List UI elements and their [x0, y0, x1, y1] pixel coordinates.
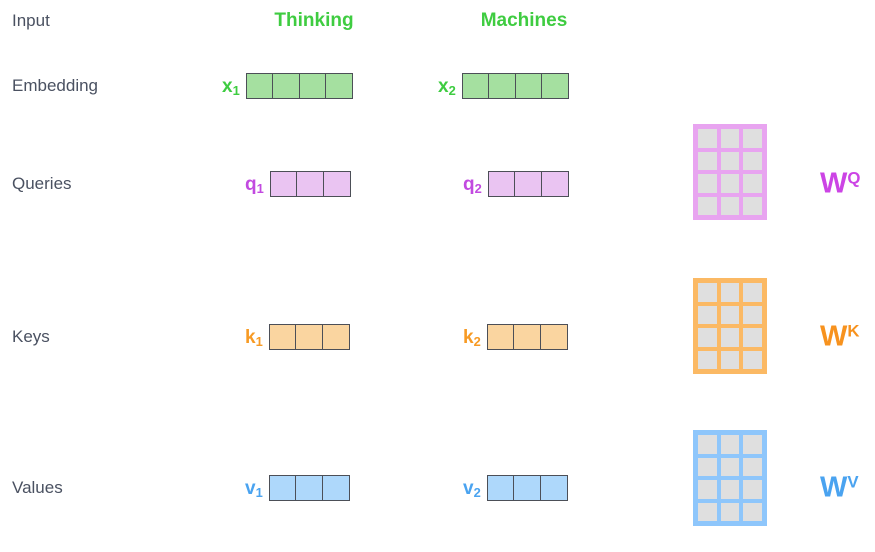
token-header-2: Machines	[480, 10, 568, 31]
matrix-cell	[698, 435, 717, 454]
vector-cell	[539, 324, 568, 350]
matrix-cell	[720, 174, 740, 193]
vector-cell	[268, 324, 297, 350]
matrix-cell	[698, 129, 717, 148]
query-vector-2-cells	[487, 171, 569, 197]
vector-cell	[245, 73, 274, 99]
vector-cell	[488, 73, 517, 99]
vector-cell	[324, 73, 353, 99]
matrix-cell	[720, 283, 740, 302]
vector-cell	[513, 324, 542, 350]
embedding-vector-2-label: x2	[438, 75, 456, 98]
embedding-vector-2: x2	[438, 73, 569, 99]
value-vector-2-cells	[486, 475, 568, 501]
matrix-cell	[743, 283, 762, 302]
embedding-vector-1-cells	[245, 73, 353, 99]
matrix-cell	[743, 151, 762, 170]
query-vector-1-cells	[269, 171, 351, 197]
value-vector-2-label: v2	[463, 477, 481, 500]
row-label-values: Values	[12, 478, 63, 497]
vector-cell	[461, 73, 490, 99]
key-vector-2-cells	[486, 324, 568, 350]
weight-matrix-key-label: WK	[820, 320, 860, 353]
matrix-cell	[720, 151, 740, 170]
row-label-keys: Keys	[12, 327, 50, 346]
vector-cell	[540, 73, 569, 99]
embedding-vector-1: x1	[222, 73, 353, 99]
matrix-cell	[698, 196, 717, 215]
vector-cell	[486, 475, 515, 501]
embedding-vector-1-label: x1	[222, 75, 240, 98]
matrix-cell	[743, 174, 762, 193]
weight-matrix-query	[693, 124, 767, 220]
vector-cell	[487, 171, 516, 197]
vector-cell	[322, 171, 351, 197]
vector-cell	[295, 475, 324, 501]
value-vector-2: v2	[463, 475, 568, 501]
matrix-cell	[720, 196, 740, 215]
value-vector-1-label: v1	[245, 477, 263, 500]
query-vector-2-label: q2	[463, 173, 482, 196]
vector-cell	[514, 73, 543, 99]
matrix-cell	[743, 129, 762, 148]
vector-cell	[486, 324, 515, 350]
vector-cell	[268, 475, 297, 501]
key-vector-1-cells	[268, 324, 350, 350]
vector-cell	[298, 73, 327, 99]
matrix-cell	[743, 196, 762, 215]
matrix-cell	[720, 328, 740, 347]
matrix-cell	[698, 305, 717, 324]
value-vector-1: v1	[245, 475, 350, 501]
matrix-cell	[743, 328, 762, 347]
matrix-cell	[720, 457, 740, 476]
query-vector-1-label: q1	[245, 173, 264, 196]
matrix-cell	[743, 502, 762, 521]
matrix-cell	[720, 350, 740, 369]
token-header-1: Thinking	[274, 10, 354, 31]
weight-matrix-query-label: WQ	[820, 167, 861, 200]
matrix-cell	[698, 151, 717, 170]
matrix-cell	[698, 328, 717, 347]
row-label-queries: Queries	[12, 174, 72, 193]
key-vector-2: k2	[463, 324, 568, 350]
row-label-embedding: Embedding	[12, 76, 99, 95]
weight-matrix-value-label: WV	[820, 471, 859, 504]
weight-matrix-value	[693, 430, 767, 526]
matrix-cell	[720, 480, 740, 499]
matrix-cell	[743, 435, 762, 454]
matrix-cell	[743, 350, 762, 369]
embedding-vector-2-cells	[461, 73, 569, 99]
matrix-cell	[698, 350, 717, 369]
key-vector-1-label: k1	[245, 326, 263, 349]
vector-cell	[539, 475, 568, 501]
key-vector-1: k1	[245, 324, 350, 350]
matrix-cell	[720, 502, 740, 521]
key-vector-2-label: k2	[463, 326, 481, 349]
matrix-cell	[743, 305, 762, 324]
matrix-cell	[743, 480, 762, 499]
matrix-cell	[720, 435, 740, 454]
vector-cell	[272, 73, 301, 99]
query-vector-1: q1	[245, 171, 351, 197]
matrix-cell	[698, 480, 717, 499]
vector-cell	[540, 171, 569, 197]
vector-cell	[269, 171, 298, 197]
vector-cell	[514, 171, 543, 197]
matrix-cell	[720, 305, 740, 324]
matrix-cell	[698, 502, 717, 521]
vector-cell	[513, 475, 542, 501]
weight-matrix-key	[693, 278, 767, 374]
vector-cell	[321, 475, 350, 501]
matrix-cell	[698, 283, 717, 302]
matrix-cell	[698, 174, 717, 193]
matrix-cell	[698, 457, 717, 476]
vector-cell	[296, 171, 325, 197]
matrix-cell	[720, 129, 740, 148]
matrix-cell	[743, 457, 762, 476]
query-vector-2: q2	[463, 171, 569, 197]
value-vector-1-cells	[268, 475, 350, 501]
vector-cell	[321, 324, 350, 350]
vector-cell	[295, 324, 324, 350]
row-label-input: Input	[12, 11, 50, 30]
